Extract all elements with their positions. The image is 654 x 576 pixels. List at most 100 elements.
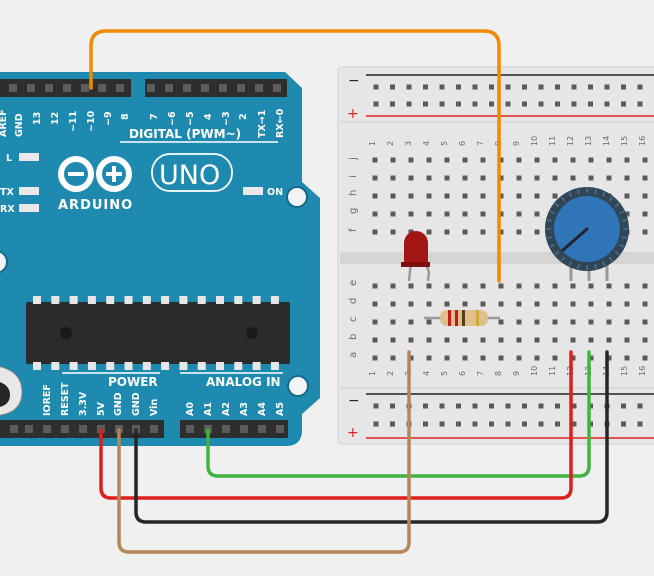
breadboard-hole[interactable] <box>534 211 540 217</box>
header-socket[interactable] <box>98 84 106 92</box>
breadboard-hole[interactable] <box>444 301 450 307</box>
breadboard-hole[interactable] <box>534 175 540 181</box>
breadboard-hole[interactable] <box>462 301 468 307</box>
breadboard-hole[interactable] <box>498 301 504 307</box>
breadboard-hole[interactable] <box>426 211 432 217</box>
wire-green[interactable] <box>206 350 591 478</box>
breadboard-hole[interactable] <box>480 229 486 235</box>
breadboard-hole[interactable] <box>606 337 612 343</box>
breadboard-hole[interactable] <box>390 319 396 325</box>
header-socket[interactable] <box>255 84 263 92</box>
breadboard-hole[interactable] <box>480 157 486 163</box>
rail-hole[interactable] <box>522 84 527 90</box>
breadboard-hole[interactable] <box>426 337 432 343</box>
rail-hole[interactable] <box>472 101 478 107</box>
breadboard-hole[interactable] <box>516 355 522 361</box>
breadboard-hole[interactable] <box>534 301 540 307</box>
breadboard-hole[interactable] <box>462 283 468 289</box>
analog-header[interactable] <box>180 420 288 438</box>
breadboard-hole[interactable] <box>390 301 396 307</box>
breadboard-hole[interactable] <box>390 193 396 199</box>
breadboard-hole[interactable] <box>462 157 468 163</box>
breadboard-hole[interactable] <box>624 157 630 163</box>
rail-hole[interactable] <box>571 403 577 409</box>
breadboard-hole[interactable] <box>408 283 414 289</box>
breadboard-hole[interactable] <box>390 355 396 361</box>
rail-hole[interactable] <box>637 403 643 409</box>
breadboard-hole[interactable] <box>552 283 558 289</box>
breadboard-hole[interactable] <box>534 157 540 163</box>
breadboard-hole[interactable] <box>390 337 396 343</box>
breadboard-hole[interactable] <box>444 193 450 199</box>
rail-hole[interactable] <box>406 101 412 107</box>
breadboard-hole[interactable] <box>642 337 648 343</box>
breadboard-hole[interactable] <box>624 211 630 217</box>
breadboard-hole[interactable] <box>372 355 378 361</box>
rail-hole[interactable] <box>555 84 560 90</box>
breadboard-hole[interactable] <box>408 211 414 217</box>
breadboard-hole[interactable] <box>408 301 414 307</box>
breadboard-hole[interactable] <box>444 157 450 163</box>
breadboard-hole[interactable] <box>624 355 630 361</box>
rail-hole[interactable] <box>621 403 626 409</box>
digital-header-right[interactable] <box>145 79 287 97</box>
breadboard-hole[interactable] <box>570 337 576 343</box>
breadboard-hole[interactable] <box>552 337 558 343</box>
breadboard-hole[interactable] <box>624 301 630 307</box>
breadboard-hole[interactable] <box>462 193 468 199</box>
breadboard-hole[interactable] <box>642 301 648 307</box>
breadboard-hole[interactable] <box>426 175 432 181</box>
breadboard-hole[interactable] <box>408 157 414 163</box>
rail-hole[interactable] <box>505 403 511 409</box>
breadboard-hole[interactable] <box>606 355 612 361</box>
breadboard-hole[interactable] <box>570 355 576 361</box>
rail-hole[interactable] <box>604 101 610 107</box>
breadboard-hole[interactable] <box>624 319 630 325</box>
wires[interactable] <box>89 29 609 554</box>
breadboard-hole[interactable] <box>516 319 522 325</box>
breadboard-hole[interactable] <box>516 193 522 199</box>
header-socket[interactable] <box>183 84 191 92</box>
breadboard-hole[interactable] <box>624 337 630 343</box>
breadboard-hole[interactable] <box>516 337 522 343</box>
breadboard-hole[interactable] <box>534 229 540 235</box>
breadboard-hole[interactable] <box>570 301 576 307</box>
rail-hole[interactable] <box>538 403 544 409</box>
breadboard-hole[interactable] <box>444 283 450 289</box>
wire-red[interactable] <box>99 350 573 500</box>
rail-hole[interactable] <box>522 101 527 107</box>
breadboard-hole[interactable] <box>534 283 540 289</box>
rail-hole[interactable] <box>571 84 577 90</box>
rail-hole[interactable] <box>538 101 544 107</box>
rail-hole[interactable] <box>555 421 560 427</box>
breadboard-hole[interactable] <box>552 319 558 325</box>
rail-hole[interactable] <box>373 421 379 427</box>
breadboard-hole[interactable] <box>624 283 630 289</box>
rail-hole[interactable] <box>439 403 445 409</box>
header-socket[interactable] <box>219 84 227 92</box>
breadboard-hole[interactable] <box>516 283 522 289</box>
rail-hole[interactable] <box>439 84 445 90</box>
breadboard-hole[interactable] <box>516 211 522 217</box>
breadboard-hole[interactable] <box>498 229 504 235</box>
breadboard-hole[interactable] <box>444 229 450 235</box>
breadboard-hole[interactable] <box>390 229 396 235</box>
header-socket[interactable] <box>186 425 194 433</box>
breadboard-hole[interactable] <box>534 355 540 361</box>
rail-hole[interactable] <box>621 421 626 427</box>
rail-hole[interactable] <box>390 84 395 90</box>
breadboard-hole[interactable] <box>516 301 522 307</box>
breadboard-hole[interactable] <box>588 175 594 181</box>
breadboard-hole[interactable] <box>570 283 576 289</box>
breadboard-hole[interactable] <box>588 355 594 361</box>
breadboard-hole[interactable] <box>444 337 450 343</box>
breadboard-hole[interactable] <box>444 211 450 217</box>
rail-hole[interactable] <box>456 403 461 409</box>
breadboard-hole[interactable] <box>480 337 486 343</box>
rail-hole[interactable] <box>538 84 544 90</box>
breadboard-hole[interactable] <box>372 337 378 343</box>
breadboard-hole[interactable] <box>642 355 648 361</box>
breadboard-hole[interactable] <box>426 157 432 163</box>
rail-hole[interactable] <box>588 101 593 107</box>
rail-hole[interactable] <box>637 101 643 107</box>
